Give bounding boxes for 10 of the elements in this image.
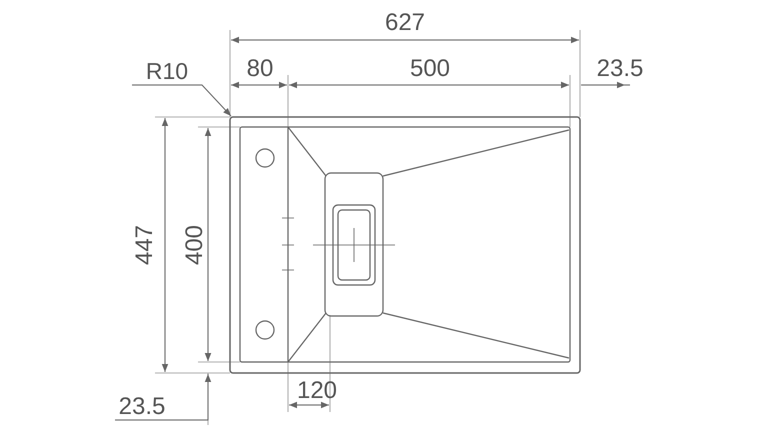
dimension-value: 80 bbox=[246, 57, 274, 81]
dimension-value: 120 bbox=[296, 379, 338, 403]
dimension-value: 400 bbox=[183, 224, 207, 266]
dimension-value: 23.5 bbox=[118, 395, 166, 419]
radius-label: R10 bbox=[132, 54, 202, 83]
dimension-value: 500 bbox=[410, 57, 450, 81]
leader-line bbox=[132, 84, 232, 116]
dimension-value: 627 bbox=[384, 11, 426, 35]
dimension-value: 447 bbox=[133, 224, 157, 266]
dimension-value: 23.5 bbox=[596, 57, 644, 81]
